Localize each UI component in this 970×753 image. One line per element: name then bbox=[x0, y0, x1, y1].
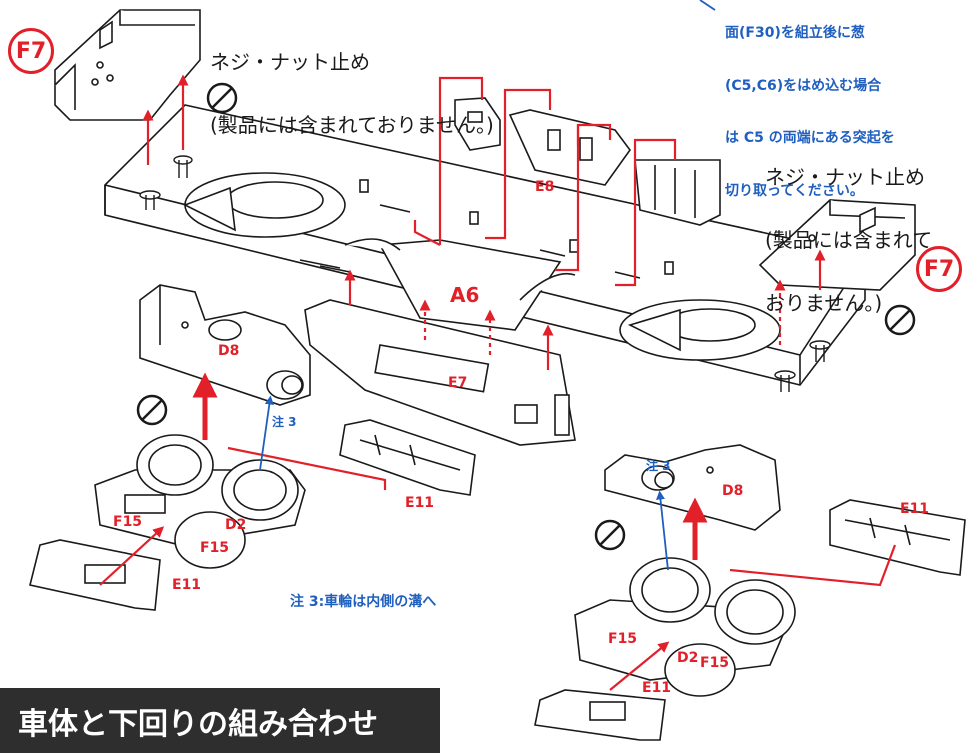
part-label-d8-left: D8 bbox=[218, 343, 240, 359]
wheel-truck-left bbox=[94, 434, 306, 569]
blue-guides bbox=[259, 0, 716, 571]
part-label-a6: A6 bbox=[450, 283, 480, 307]
part-label-e11-left-mid: E11 bbox=[405, 495, 435, 511]
note-line: (C5,C6)をはめ込む場合 bbox=[725, 77, 882, 94]
wheel-groove-note: 注 3:車輪は内側の溝へ bbox=[290, 594, 437, 610]
note3-label-right: 注 3 bbox=[646, 459, 671, 473]
d8-housing-right bbox=[604, 444, 781, 531]
section-title: 車体と下回りの組み合わせ bbox=[0, 688, 440, 753]
part-label-f15-left-a: F15 bbox=[113, 514, 143, 530]
chassis-frame bbox=[104, 104, 866, 386]
note-line: 切り取ってください。 bbox=[725, 182, 864, 199]
d8-housing-left bbox=[139, 284, 311, 406]
screws bbox=[139, 155, 831, 392]
red-guides bbox=[99, 74, 897, 691]
e7-plate bbox=[304, 299, 576, 446]
part-label-e11-right-low: E11 bbox=[642, 680, 672, 696]
part-label-f15-right-b: F15 bbox=[700, 655, 730, 671]
note-line: ネジ・ナット止め bbox=[210, 50, 370, 74]
f7-bracket-left bbox=[54, 9, 201, 121]
part-label-e7: E7 bbox=[448, 375, 468, 391]
note3-label-left: 注 3 bbox=[272, 415, 297, 429]
part-label-e11-left-low: E11 bbox=[172, 577, 202, 593]
note-line: (製品には含まれておりません。) bbox=[210, 113, 494, 137]
part-label-e8: E8 bbox=[535, 179, 555, 195]
part-label-d8-right: D8 bbox=[722, 483, 744, 499]
note-line: ネジ・ナット止め bbox=[765, 165, 925, 189]
screw-nut-note-left: ネジ・ナット止め (製品には含まれておりません。) bbox=[210, 10, 494, 157]
screw-nut-note-right: ネジ・ナット止め (製品には含まれて おりません。) bbox=[765, 125, 932, 335]
part-label-d2-right: D2 bbox=[677, 650, 699, 666]
note-line: は C5 の両端にある突起を bbox=[725, 130, 895, 146]
e8-parts bbox=[454, 97, 721, 226]
f7-badge-right: F7 bbox=[916, 246, 962, 292]
f7-badge-left: F7 bbox=[8, 28, 54, 74]
e11-parts bbox=[29, 419, 966, 741]
part-label-d2-left: D2 bbox=[225, 517, 247, 533]
top-right-note: 面(F30)を組立後に葱 (C5,C6)をはめ込む場合 は C5 の両端にある突… bbox=[725, 0, 895, 218]
f7-bracket-right bbox=[758, 199, 916, 291]
note-line: (製品には含まれて bbox=[765, 228, 933, 252]
note-line: 面(F30)を組立後に葱 bbox=[725, 25, 865, 41]
prohibition-icons bbox=[136, 82, 916, 551]
part-label-f15-right-a: F15 bbox=[608, 631, 638, 647]
note-line: おりません。) bbox=[765, 291, 883, 315]
part-label-e11-right-top: E11 bbox=[900, 501, 930, 517]
wheel-truck-right bbox=[574, 557, 796, 697]
part-label-f15-left-b: F15 bbox=[200, 540, 230, 556]
